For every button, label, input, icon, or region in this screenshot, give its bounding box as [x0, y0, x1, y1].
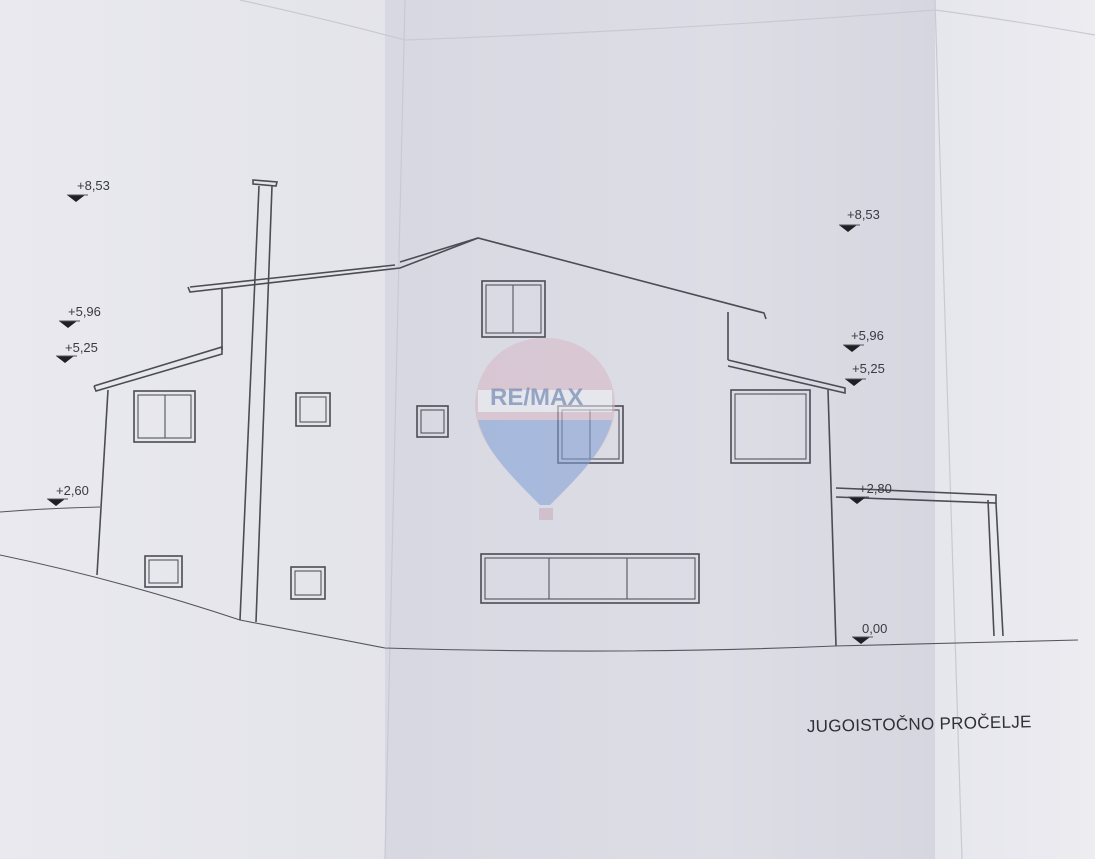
fold-line-right: [934, 0, 963, 859]
left-lower-roof: [93, 345, 223, 392]
level-marker-right-596: +5,96: [843, 328, 884, 352]
level-marker-left-260: +2,60: [47, 483, 89, 506]
svg-text:+5,96: +5,96: [68, 304, 101, 319]
chimney-left-edge: [239, 185, 260, 621]
svg-text:+2,60: +2,60: [56, 483, 89, 498]
window-small-2: [416, 405, 449, 438]
window-gable: [481, 280, 546, 338]
main-roof-outline: [187, 237, 767, 320]
level-marker-left-853: +8,53: [67, 178, 110, 202]
svg-text:+5,25: +5,25: [65, 340, 98, 355]
svg-text:+5,96: +5,96: [851, 328, 884, 343]
terrain-line-left: [0, 506, 101, 513]
main-roof-ridge: [399, 237, 479, 263]
level-marker-right-280: +2,80: [848, 481, 892, 504]
window-left-upper: [133, 390, 196, 443]
fold-line-left: [384, 0, 406, 859]
svg-text:+8,53: +8,53: [77, 178, 110, 193]
right-lower-roof: [727, 359, 846, 395]
svg-text:0,00: 0,00: [862, 621, 887, 636]
annex-post-outer: [995, 502, 1004, 637]
level-marker-left-525: +5,25: [56, 340, 98, 363]
window-small-1: [295, 392, 331, 427]
svg-text:+5,25: +5,25: [852, 361, 885, 376]
ground-line: [0, 554, 1079, 652]
annex-roof: [835, 487, 997, 504]
svg-text:+8,53: +8,53: [847, 207, 880, 222]
window-lower-left: [144, 555, 183, 588]
paper-fold-left: [0, 0, 405, 859]
annex-post-inner: [987, 499, 995, 637]
wall-right: [827, 389, 837, 647]
chimney-right-edge: [255, 185, 273, 623]
level-marker-right-000: 0,00: [852, 621, 887, 644]
remax-balloon-logo: [475, 338, 615, 520]
level-marker-left-596: +5,96: [59, 304, 101, 328]
drawing-title: JUGOISTOČNO PROČELJE: [807, 712, 1032, 736]
watermark-text: RE/MAX: [490, 384, 583, 411]
level-marker-right-525: +5,25: [845, 361, 885, 386]
level-marker-right-853: +8,53: [839, 207, 880, 232]
paper-fold-middle: [385, 0, 945, 859]
window-lower-mid: [290, 566, 326, 600]
chimney-cap: [252, 179, 279, 187]
paper-fold-right: [935, 0, 1095, 859]
main-roof-eave-left: [189, 264, 396, 288]
window-right: [730, 389, 811, 464]
svg-text:+2,80: +2,80: [859, 481, 892, 496]
wall-left: [96, 389, 109, 576]
window-strip: [480, 553, 700, 604]
paper-edge-curve: [239, 0, 1095, 41]
